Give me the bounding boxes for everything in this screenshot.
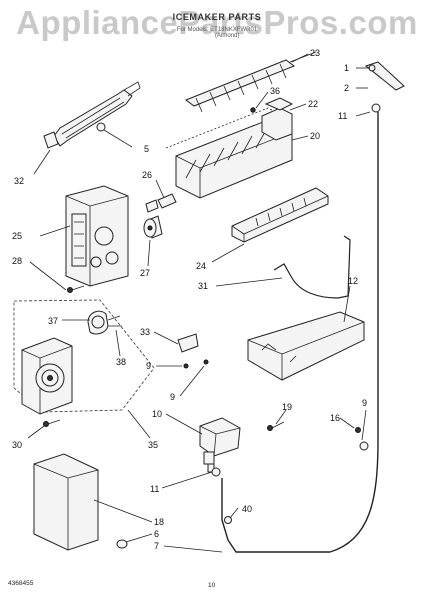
motor-subassembly: [13, 299, 155, 427]
callout-37: 37: [48, 316, 58, 326]
watermark: AppliancePartsPros.com: [16, 4, 418, 41]
control-housing: [65, 185, 163, 293]
callout-30: 30: [12, 440, 22, 450]
callout-24: 24: [196, 261, 206, 271]
mold-shroud: [231, 187, 329, 243]
color-variant: (Almond): [215, 33, 240, 39]
page-number: 10: [208, 582, 216, 589]
diagram-title: ICEMAKER PARTS: [172, 12, 262, 22]
callout-9-valve-b: 9: [170, 392, 175, 402]
callout-38: 38: [116, 357, 126, 367]
callout-33: 33: [140, 327, 150, 337]
callout-11-bottom: 11: [150, 484, 159, 494]
callout-36: 36: [270, 86, 280, 96]
callout-7: 7: [154, 541, 159, 551]
callout-22: 22: [308, 99, 318, 109]
callout-40: 40: [242, 504, 252, 514]
water-valve: [177, 333, 369, 473]
feeler-arm: [273, 235, 351, 299]
callout-31: 31: [198, 281, 208, 291]
ice-ejector: [184, 51, 317, 113]
mounting-bracket: [247, 311, 365, 381]
callout-25: 25: [12, 231, 22, 241]
callout-23: 23: [310, 48, 320, 58]
water-line: [211, 61, 405, 553]
callout-28: 28: [12, 256, 22, 266]
callout-27: 27: [140, 268, 150, 278]
callout-12: 12: [348, 276, 358, 286]
document-number: 4368455: [8, 580, 34, 587]
cover-box: [33, 453, 128, 551]
callout-26: 26: [142, 170, 152, 180]
callout-labels: 1 2 11 23 36 22 20 5 26 32 25 27 28 24 3…: [12, 48, 367, 551]
callout-16: 16: [330, 413, 340, 423]
callout-2: 2: [344, 83, 349, 93]
callout-35: 35: [148, 440, 158, 450]
callout-18: 18: [154, 517, 164, 527]
callout-1: 1: [344, 63, 349, 73]
wire-harness: [33, 81, 141, 175]
callout-32: 32: [14, 176, 24, 186]
callout-6: 6: [154, 529, 159, 539]
leader-lines: [27, 53, 371, 553]
model-subtitle: For Models: ET18NKXFWR01: [176, 27, 258, 33]
callout-19: 19: [282, 402, 292, 412]
callout-9-right: 9: [362, 398, 367, 408]
callout-20: 20: [310, 131, 320, 141]
icemaker-frame: [145, 97, 294, 213]
callout-11-top: 11: [338, 111, 347, 121]
callout-5: 5: [144, 144, 149, 154]
callout-10: 10: [152, 409, 162, 419]
callout-9-valve-a: 9: [146, 361, 151, 371]
